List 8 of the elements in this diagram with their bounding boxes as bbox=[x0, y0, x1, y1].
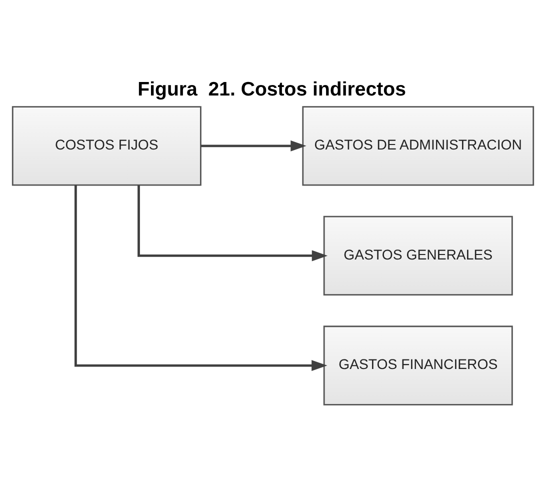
node-box: GASTOS FINANCIEROS bbox=[323, 325, 513, 405]
node-box: GASTOS GENERALES bbox=[323, 215, 513, 296]
arrow bbox=[74, 184, 328, 370]
arrow bbox=[200, 140, 306, 151]
arrow bbox=[138, 184, 328, 261]
node-box: COSTOS FIJOS bbox=[12, 106, 202, 186]
node-box: GASTOS DE ADMINISTRACION bbox=[302, 106, 534, 186]
diagram-title: Figura 21. Costos indirectos bbox=[138, 78, 406, 100]
